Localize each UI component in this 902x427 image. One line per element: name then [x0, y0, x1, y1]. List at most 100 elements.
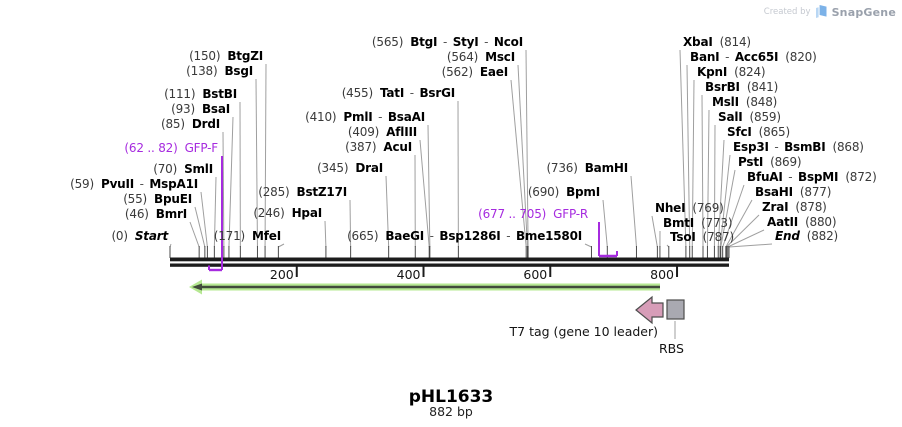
- restriction-site-label: BfuAI - BspMI(872): [747, 171, 877, 184]
- site-position: (824): [734, 65, 766, 79]
- site-name: TsoI: [670, 230, 696, 244]
- restriction-site-label: (111)BstBI: [164, 88, 237, 101]
- snapgene-logo-icon: [815, 5, 827, 18]
- restriction-site-label: (345) DraI: [317, 162, 383, 175]
- site-position: (869): [770, 155, 802, 169]
- site-connector: [200, 191, 208, 248]
- site-name: BstBI: [202, 87, 237, 101]
- site-connector: [510, 79, 527, 248]
- restriction-site-label: (138)BsgI: [186, 65, 253, 78]
- site-position: (85): [161, 117, 185, 131]
- site-name: BanI: [690, 50, 720, 64]
- restriction-site-label: XbaI(814): [683, 36, 751, 49]
- site-name-separator: -: [721, 50, 733, 64]
- site-name: NheI: [655, 201, 686, 215]
- site-connector: [717, 139, 725, 248]
- orf-arrow-head-core: [192, 283, 202, 291]
- site-connector: [264, 63, 267, 248]
- site-position: (409): [347, 125, 380, 139]
- site-position: (564): [446, 50, 479, 64]
- site-connector: [255, 78, 258, 248]
- restriction-site-label: BmtI(773): [663, 216, 733, 230]
- restriction-site-label: (455)TatI - BsrGI: [342, 87, 456, 100]
- site-position: (345): [317, 161, 349, 175]
- t7-tag-label: T7 tag (gene 10 leader): [509, 324, 658, 339]
- site-name: Bsp1286I: [439, 229, 501, 243]
- restriction-site-label: TsoI(787): [670, 231, 734, 244]
- site-position: (736): [546, 161, 578, 175]
- site-name: SmlI: [184, 162, 213, 176]
- site-name: BsrBI: [705, 80, 740, 94]
- site-name: BtgZI: [227, 49, 263, 63]
- site-name: BamHI: [584, 161, 628, 175]
- restriction-site-label: (70)SmlI: [153, 163, 213, 176]
- scale-label: 800: [650, 267, 675, 282]
- orf-arrow-core-line: [202, 285, 660, 289]
- site-name: BmtI: [663, 216, 695, 230]
- restriction-site-label: SfcI (865): [727, 126, 790, 139]
- site-name-separator: -: [439, 35, 451, 49]
- site-connector: [419, 139, 430, 248]
- backbone-line: [170, 263, 729, 267]
- site-position: (59): [70, 177, 94, 191]
- restriction-site-label: (665)BaeGI - Bsp1286I - Bme1580I: [347, 230, 582, 243]
- site-connector: [194, 206, 206, 248]
- site-position: (46): [124, 207, 149, 221]
- t7-tag-arrow-feature: [635, 295, 664, 325]
- site-connector: [228, 116, 234, 248]
- site-connector: [213, 176, 217, 248]
- site-connector: [691, 79, 695, 248]
- site-position: (859): [749, 110, 781, 124]
- site-name: SfcI: [727, 125, 752, 139]
- site-name: AcuI: [383, 140, 412, 154]
- site-position: (150): [189, 49, 221, 63]
- restriction-site-label: ZraI(878): [762, 201, 827, 214]
- restriction-site-label: (85) DrdI: [161, 118, 220, 131]
- site-position: (882): [806, 229, 839, 243]
- site-name-separator: -: [502, 229, 514, 243]
- site-connector: [679, 49, 687, 248]
- site-position: (665): [347, 229, 379, 243]
- site-connector: [701, 94, 704, 248]
- site-name: MspA1I: [149, 177, 198, 191]
- restriction-site-label: (410)PmlI - BsaAI: [305, 111, 425, 124]
- site-connector: [720, 169, 736, 248]
- site-position: (865): [758, 125, 790, 139]
- site-position: (0): [111, 229, 128, 243]
- site-connector: [725, 199, 753, 248]
- site-name: DrdI: [191, 117, 220, 131]
- plasmid-name: pHL1633: [408, 387, 494, 407]
- restriction-site-label: (150) BtgZI: [189, 50, 263, 63]
- site-name: DraI: [355, 161, 383, 175]
- site-connector: [349, 199, 352, 248]
- site-name: BsaI: [201, 102, 230, 116]
- site-position: (171): [213, 229, 246, 243]
- site-name-separator: -: [426, 229, 438, 243]
- site-name: BsaHI: [755, 185, 793, 199]
- site-connector: [727, 229, 765, 248]
- site-name: AatII: [767, 215, 799, 229]
- site-connector: [630, 175, 637, 248]
- site-connector: [427, 124, 431, 248]
- site-name: MfeI: [252, 229, 281, 243]
- site-connector: [602, 199, 608, 248]
- restriction-site-label: (59)PvuII - MspA1I: [70, 178, 198, 191]
- restriction-site-label: (0)Start: [111, 230, 168, 243]
- restriction-site-label: (565)BtgI - StyI - NcoI: [372, 36, 523, 49]
- restriction-site-label: NheI(769): [655, 202, 724, 215]
- site-connector: [222, 131, 225, 248]
- site-name: BspMI: [798, 170, 839, 184]
- plasmid-length: 882 bp: [429, 404, 473, 419]
- site-position: (55): [123, 192, 148, 206]
- rbs-label: RBS: [659, 341, 684, 356]
- site-name: BsaAI: [387, 110, 425, 124]
- primer-label: (677 .. 705)GFP-R: [478, 208, 588, 221]
- site-position: (410): [305, 110, 337, 124]
- restriction-site-label: (246)HpaI: [253, 207, 322, 220]
- site-position: (868): [832, 140, 864, 154]
- snapgene-credit: Created by SnapGene: [764, 5, 896, 19]
- site-name: Acc65I: [734, 50, 779, 64]
- site-name: XbaI: [683, 35, 713, 49]
- restriction-site-label: AatII(880): [767, 215, 837, 229]
- site-name-separator: -: [784, 170, 797, 184]
